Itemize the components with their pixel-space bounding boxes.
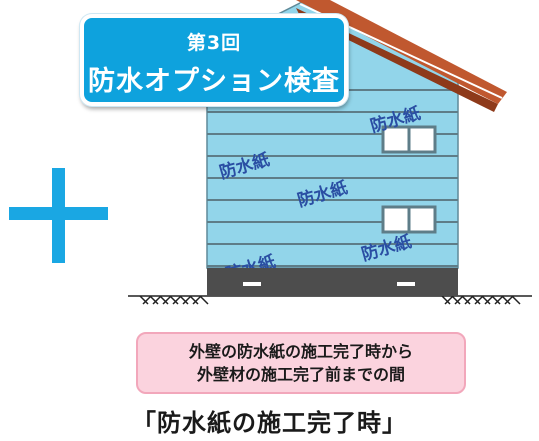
plus-icon (9, 168, 108, 263)
note-line-1: 外壁の防水紙の施工完了時から (188, 342, 413, 361)
timing-note: 外壁の防水紙の施工完了時から 外壁材の施工完了前までの間 (136, 332, 466, 394)
badge-title: 防水オプション検査 (88, 66, 340, 97)
badge-round: 第3回 (186, 32, 242, 54)
foundation (207, 268, 458, 296)
ground-line (128, 295, 532, 305)
note-line-2: 外壁材の施工完了前までの間 (196, 365, 405, 384)
window-lower (381, 205, 437, 234)
window-upper (381, 125, 437, 154)
inspection-badge: 第3回 防水オプション検査 (80, 14, 348, 106)
timing-caption: 「防水紙の施工完了時」 (132, 409, 407, 437)
